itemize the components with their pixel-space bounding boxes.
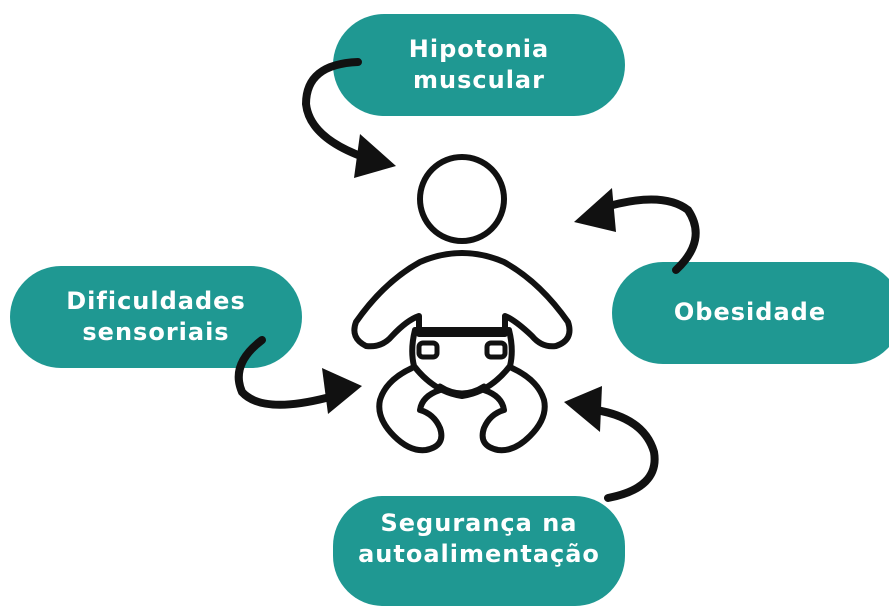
node-obesidade: Obesidade	[612, 262, 889, 364]
node-label-line1: Hipotonia	[408, 34, 550, 63]
node-hipotonia-muscular: Hipotonia muscular	[333, 14, 625, 116]
curved-arrow-icon	[564, 386, 659, 502]
curved-arrow-icon	[234, 336, 362, 414]
diagram-canvas	[234, 58, 700, 502]
curved-arrow-icon	[574, 188, 700, 274]
node-label-line2: autoalimentação	[358, 540, 600, 569]
node-label-line2: muscular	[413, 66, 545, 94]
curved-arrow-icon	[301, 58, 396, 178]
node-label-line1: Obesidade	[673, 298, 827, 327]
node-label-line2: sensoriais	[82, 318, 230, 346]
baby-diaper-icon	[351, 154, 573, 454]
node-label-line1: Segurança na	[380, 509, 578, 537]
node-label-line1: Dificuldades	[66, 286, 246, 315]
